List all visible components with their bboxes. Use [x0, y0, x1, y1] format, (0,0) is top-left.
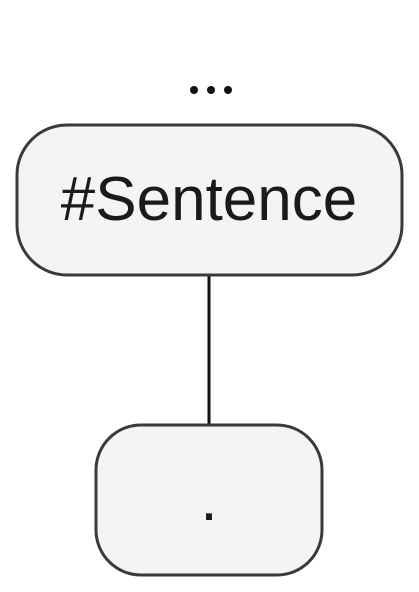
- child-node: .: [94, 423, 324, 577]
- ellipsis-dot-2: [207, 86, 215, 94]
- root-node-box: [15, 123, 404, 277]
- ellipsis-dot-1: [190, 86, 198, 94]
- child-node-box: [94, 423, 324, 577]
- ellipsis-dot-3: [224, 86, 232, 94]
- root-node: #Sentence: [15, 123, 404, 277]
- truncated-parent-ellipsis: [190, 86, 232, 94]
- root-node-label: #Sentence: [61, 165, 357, 234]
- child-node-label: .: [200, 465, 217, 534]
